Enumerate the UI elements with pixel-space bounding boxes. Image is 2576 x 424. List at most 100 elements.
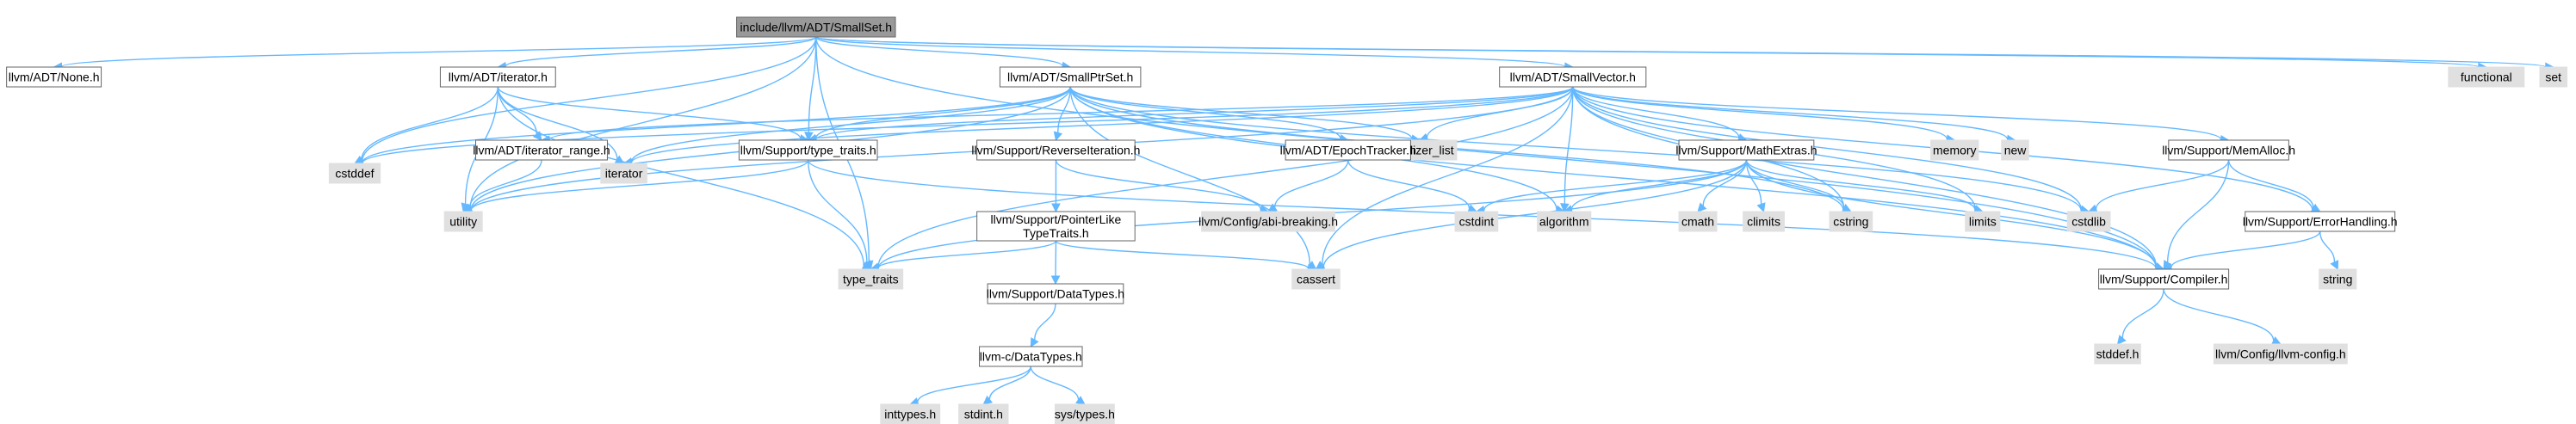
system-header-node-new: new [2001,139,2029,161]
header-node-llvm-adt-none-h[interactable]: llvm/ADT/None.h [6,66,102,88]
node-label: llvm/ADT/iterator.h [449,71,548,84]
system-header-node-climits: climits [1743,211,1785,232]
dependency-edge-epoch-abibreak [1273,159,1349,208]
node-box [2319,268,2357,290]
dependency-edge-svec-memory [1572,86,1948,140]
dependency-edge-ptrlike-cassert [1055,240,1310,269]
header-node-llvm-adt-smallvector-h[interactable]: llvm/ADT/SmallVector.h [1499,66,1647,88]
node-label: iterator [605,167,643,181]
node-box [2168,139,2289,161]
header-node-llvm-support-reverseiteration-h[interactable]: llvm/Support/ReverseIteration.h [971,139,1140,161]
node-label: llvm/Support/Compiler.h [2100,273,2228,286]
edge-arrowhead [863,260,871,270]
edge-arrowhead [2116,335,2127,345]
dependency-edge-memalloc-compiler [2166,159,2230,263]
edge-arrowhead [1030,337,1039,347]
node-label: llvm/ADT/iterator_range.h [473,144,610,157]
dependency-edge-memalloc-cstdlib [2095,159,2230,210]
dependency-edge-compiler-stddef [2121,288,2164,339]
dependency-edge-mathextras-cassert [1322,159,1748,267]
node-label: TypeTraits.h [1023,226,1089,240]
dependency-edge-mathextras-limits [1745,159,1976,211]
system-header-node-cstdlib: cstdlib [2066,211,2111,232]
node-box [838,268,904,290]
system-header-node-llvm-config-llvm-config-h: llvm/Config/llvm-config.h [2213,343,2348,365]
graph-nodes: include/llvm/ADT/SmallSet.hllvm/ADT/None… [6,16,2567,424]
node-label: llvm/ADT/SmallVector.h [1510,71,1636,84]
node-box [2001,139,2029,161]
system-header-node-type-traits: type_traits [838,268,904,290]
header-node-llvm-adt-epochtracker-h[interactable]: llvm/ADT/EpochTracker.h [1280,139,1416,161]
dependency-edge-svec-cstddef [362,86,1574,164]
header-node-llvm-adt-iterator-range-h[interactable]: llvm/ADT/iterator_range.h [473,139,610,161]
node-box [2066,211,2111,232]
edge-arrowhead [1756,202,1766,213]
node-label: new [2004,144,2028,157]
system-header-node-limits: limits [1965,211,2001,232]
header-node-llvm-support-memalloc-h[interactable]: llvm/Support/MemAlloc.h [2162,139,2295,161]
system-header-node-stddef-h: stddef.h [2094,343,2141,365]
node-box [1537,211,1592,232]
system-header-node-cmath: cmath [1678,211,1718,232]
dependency-edge-root-iter [505,36,817,67]
dependency-edge-svec-iterator [630,86,1574,163]
header-node-llvm-c-datatypes-h[interactable]: llvm-c/DataTypes.h [979,346,1083,367]
node-label: set [2545,71,2561,84]
header-node-llvm-support-datatypes-h[interactable]: llvm/Support/DataTypes.h [987,283,1124,304]
dependency-edge-svec-compiler [1572,86,2158,267]
header-node-llvm-support-errorhandling-h[interactable]: llvm/Support/ErrorHandling.h [2243,211,2398,232]
node-box [2539,66,2567,88]
dependency-edge-root-set [815,36,2547,68]
dependency-edge-iter-typetraits [497,86,802,139]
dependency-edge-sptr-initlist [1069,86,1413,139]
system-header-node-functional: functional [2448,66,2525,88]
system-header-node-stdint-h: stdint.h [958,403,1009,424]
header-node-llvm-adt-smallptrset-h[interactable]: llvm/ADT/SmallPtrSet.h [999,66,1142,88]
node-label: llvm/Support/type_traits.h [740,144,876,157]
dependency-edge-errhandling-compiler [2170,230,2321,268]
edge-arrowhead [1267,203,1278,212]
system-header-node-cstddef: cstddef [328,163,381,184]
node-box [2094,343,2141,365]
system-header-node-memory: memory [1930,139,1979,161]
dependency-edge-svec-algorithm [1564,86,1574,205]
node-box [443,211,483,232]
dependency-edge-svec-std_traits [877,86,1574,267]
dependency-edge-reviter-abibreak [1055,159,1262,211]
system-header-node-inttypes-h: inttypes.h [880,403,941,424]
node-box [999,66,1142,88]
node-label: utility [449,215,477,229]
dependency-edge-compiler-llvmconfig [2163,288,2275,341]
edge-arrowhead [2330,260,2339,271]
node-label: sys/types.h [1055,408,1115,421]
node-label: algorithm [1539,215,1589,229]
dependency-edge-iter-cstddef [361,86,499,160]
node-label: inttypes.h [884,408,936,421]
edge-arrowhead [1050,275,1061,286]
node-label: llvm/ADT/EpochTracker.h [1280,144,1416,157]
edge-arrowhead [1053,131,1063,142]
dependency-edge-iter-std_traits [497,86,864,267]
node-label: stdint.h [964,408,1003,421]
node-box [328,163,381,184]
node-label: llvm/ADT/SmallPtrSet.h [1007,71,1133,84]
header-node-llvm-support-compiler-h[interactable]: llvm/Support/Compiler.h [2098,268,2230,290]
node-box [2448,66,2525,88]
dependency-edge-sptr-typetraits [814,86,1071,139]
dependency-edge-sptr-cstddef [362,86,1071,163]
node-box [1054,403,1115,424]
dependency-edge-cdatatypes-inttypes [917,366,1031,402]
header-node-llvm-support-mathextras-h[interactable]: llvm/Support/MathExtras.h [1675,139,1817,161]
edge-arrowhead [982,395,994,405]
header-node-llvm-support-type-traits-h[interactable]: llvm/Support/type_traits.h [738,139,878,161]
node-label: llvm/Support/ReverseIteration.h [971,144,1140,157]
node-box [2213,343,2348,365]
header-node-llvm-adt-iterator-h[interactable]: llvm/ADT/iterator.h [439,66,556,88]
edge-arrowhead [532,131,542,141]
dependency-edge-root-sptr [815,36,1063,67]
node-label: cmath [1681,215,1714,229]
system-header-node-algorithm: algorithm [1537,211,1592,232]
system-header-node-string: string [2319,268,2357,290]
